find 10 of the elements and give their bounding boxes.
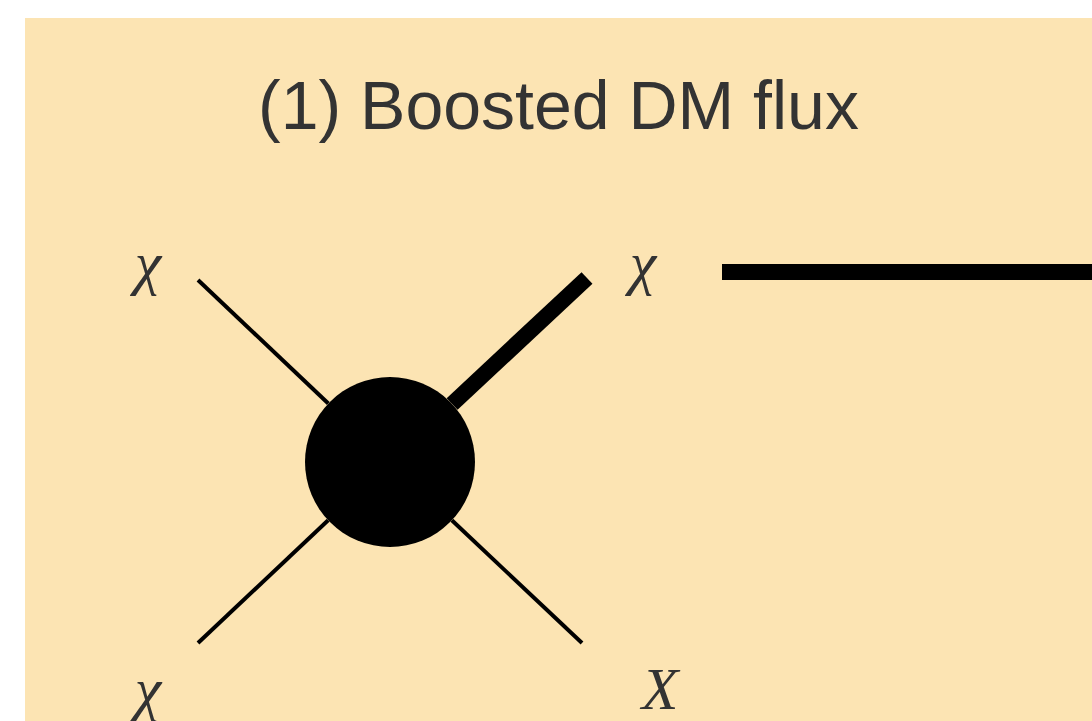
particle-line (450, 518, 584, 645)
panel-title: (1) Boosted DM flux (257, 66, 860, 144)
thick-particle-line (446, 272, 593, 410)
thick-particle-line (722, 264, 1092, 280)
panel-background (25, 18, 1092, 721)
particle-label: X (610, 654, 710, 721)
particle-line (196, 278, 330, 405)
particle-label: χ (98, 228, 198, 298)
particle-line (196, 518, 330, 645)
particle-label: χ (593, 228, 722, 298)
